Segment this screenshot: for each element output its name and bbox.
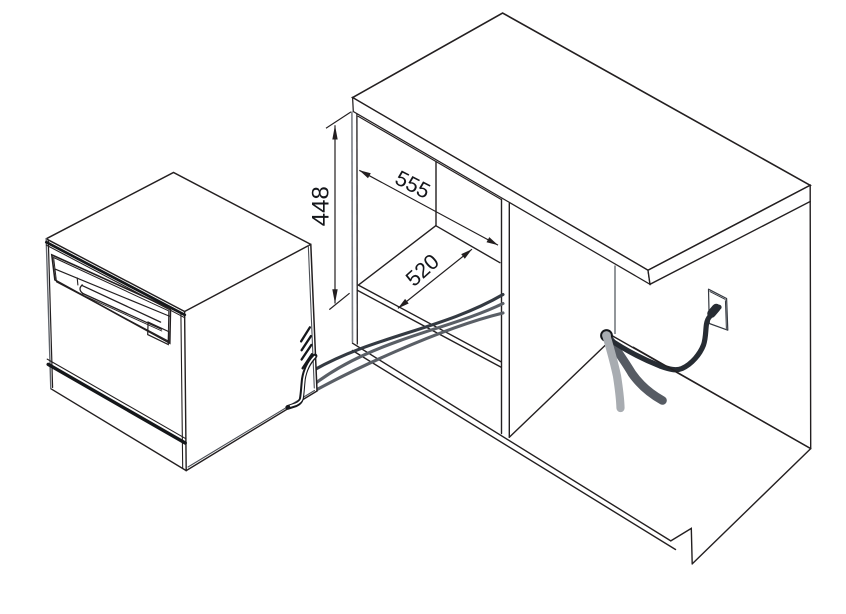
svg-text:448: 448	[308, 186, 335, 226]
